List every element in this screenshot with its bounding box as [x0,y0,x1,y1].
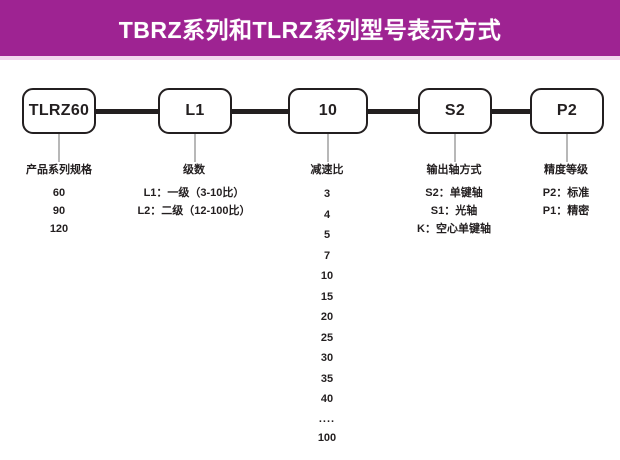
connector-bar-4 [492,109,530,114]
column-line: L2：二级（12-100比） [137,205,251,217]
column-line: 60 [52,187,66,199]
label-column-output-shaft: 输出轴方式 S2：单键轴 S1：光轴 K：空心单键轴 [384,162,524,238]
column-title: 精度等级 [544,164,588,176]
column-line: L1：一级（3-10比） [143,187,245,199]
column-line: 7 [323,249,331,262]
column-title: 减速比 [310,164,344,176]
column-title: 输出轴方式 [426,164,482,176]
label-column-stages: 级数 L1：一级（3-10比） L2：二级（12-100比） [110,162,278,220]
stem-output-shaft [454,134,456,162]
code-box-accuracy-grade[interactable]: P2 [530,88,604,134]
stem-stage-count [194,134,196,162]
column-line: S2：单键轴 [425,187,483,199]
column-line: 15 [320,290,334,303]
code-box-label: TLRZ60 [28,102,90,119]
code-box-label: S2 [444,102,466,119]
banner-underline [0,56,620,60]
column-line: 10 [320,270,334,282]
column-line: 35 [320,372,334,385]
label-column-series: 产品系列规格 60 90 120 [0,162,118,238]
column-line: 25 [320,331,334,344]
stem-accuracy-grade [566,134,568,162]
connector-bar-1 [96,109,158,114]
column-line: 120 [49,223,69,235]
code-box-stage-count[interactable]: L1 [158,88,232,134]
column-line: 100 [317,431,337,444]
stem-series [58,134,60,162]
title-banner: TBRZ系列和TLRZ系列型号表示方式 [0,0,620,56]
column-line: P2：标准 [542,187,590,199]
connector-bar-2 [232,109,288,114]
code-box-reduction-ratio[interactable]: 10 [288,88,368,134]
label-column-accuracy: 精度等级 P2：标准 P1：精密 [506,162,620,220]
column-line: 4 [323,208,331,221]
code-box-output-shaft[interactable]: S2 [418,88,492,134]
code-box-series[interactable]: TLRZ60 [22,88,96,134]
column-title: 产品系列规格 [26,164,92,176]
page-title: TBRZ系列和TLRZ系列型号表示方式 [118,17,502,43]
label-column-ratio: 减速比 3 4 5 7 10 15 20 25 30 35 40 .... 10… [277,162,377,448]
code-box-label: L1 [185,102,205,119]
column-line: 5 [323,229,331,241]
code-box-label: 10 [318,102,338,119]
stem-reduction-ratio [327,134,329,162]
model-code-diagram: TLRZ60 L1 10 S2 P2 产品系列规格 60 90 120 级数 L… [0,60,620,460]
column-title: 级数 [183,164,205,176]
column-line: S1：光轴 [430,205,478,217]
column-line: 20 [320,311,334,323]
code-box-label: P2 [556,102,578,119]
column-line: 3 [323,188,331,200]
column-line: 90 [52,205,66,217]
column-line: P1：精密 [542,205,590,217]
column-line: 40 [320,393,334,405]
column-line: 30 [320,352,334,364]
column-line: K：空心单键轴 [417,223,491,235]
connector-bar-3 [368,109,418,114]
column-line-ellipsis: .... [318,412,336,425]
